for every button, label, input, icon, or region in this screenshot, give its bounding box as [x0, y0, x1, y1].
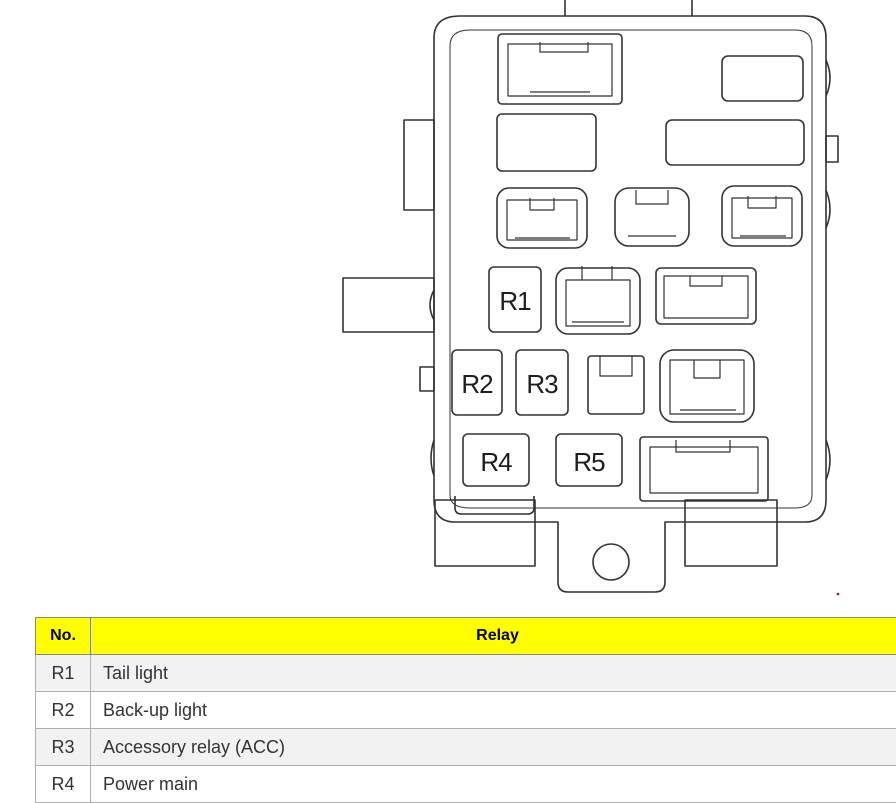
bottom-left-bracket: [435, 500, 535, 566]
right-clip-upper: [826, 136, 838, 162]
row-no: R2: [36, 692, 91, 729]
top-tab-lines: [565, 0, 692, 16]
row-no: R3: [36, 729, 91, 766]
connector-row4-left-detail: [566, 266, 630, 326]
relay-r4-label: R4: [480, 447, 512, 477]
row-no: R1: [36, 655, 91, 692]
table-row: R1 Tail light: [36, 655, 896, 692]
relay-r1-label: R1: [499, 286, 531, 316]
block-top-right: [722, 56, 803, 101]
row-relay: Accessory relay (ACC): [91, 729, 896, 766]
table-row: R3 Accessory relay (ACC): [36, 729, 896, 766]
block-mid-left: [497, 114, 596, 171]
row-relay: Tail light: [91, 655, 896, 692]
connector-row3-right-detail: [732, 196, 792, 238]
relay-r5-label: R5: [573, 447, 605, 477]
left-bracket-main: [343, 278, 434, 332]
red-dot-marker: [837, 593, 840, 596]
connector-row5-right: [660, 350, 754, 422]
connector-row5-right-detail: [670, 360, 744, 414]
relay-table: No. Relay R1 Tail light R2 Back-up light…: [35, 617, 896, 803]
header-relay: Relay: [91, 618, 896, 655]
relay-r2-label: R2: [461, 369, 493, 399]
connector-row4-left: [556, 268, 640, 334]
connector-row3-mid-detail: [628, 190, 676, 236]
mounting-hole: [593, 544, 629, 580]
fuse-box-diagram: R1 R2 R3 R4 R5: [0, 0, 896, 612]
row-relay: Back-up light: [91, 692, 896, 729]
relay-table-header: No. Relay: [36, 618, 896, 655]
left-clip: [420, 367, 434, 391]
relay-r3-label: R3: [526, 369, 558, 399]
left-bracket-upper: [404, 120, 434, 210]
connector-row3-right: [722, 186, 802, 246]
block-mid-right: [666, 120, 804, 165]
connector-row4-right-detail: [664, 276, 748, 318]
connector-row3-left-detail: [507, 198, 577, 240]
bottom-right-bracket: [685, 500, 777, 566]
connector-row5-small: [588, 356, 644, 414]
row-no: R4: [36, 766, 91, 803]
table-row: R4 Power main: [36, 766, 896, 803]
bottom-left-clip: [455, 496, 534, 514]
header-no: No.: [36, 618, 91, 655]
row-relay: Power main: [91, 766, 896, 803]
connector-row3-left: [497, 188, 587, 248]
connector-bottom-right-detail: [650, 440, 758, 493]
connector-top-left-detail: [508, 42, 612, 96]
table-row: R2 Back-up light: [36, 692, 896, 729]
connector-row5-small-detail: [600, 356, 632, 376]
connector-row3-mid: [615, 188, 689, 246]
